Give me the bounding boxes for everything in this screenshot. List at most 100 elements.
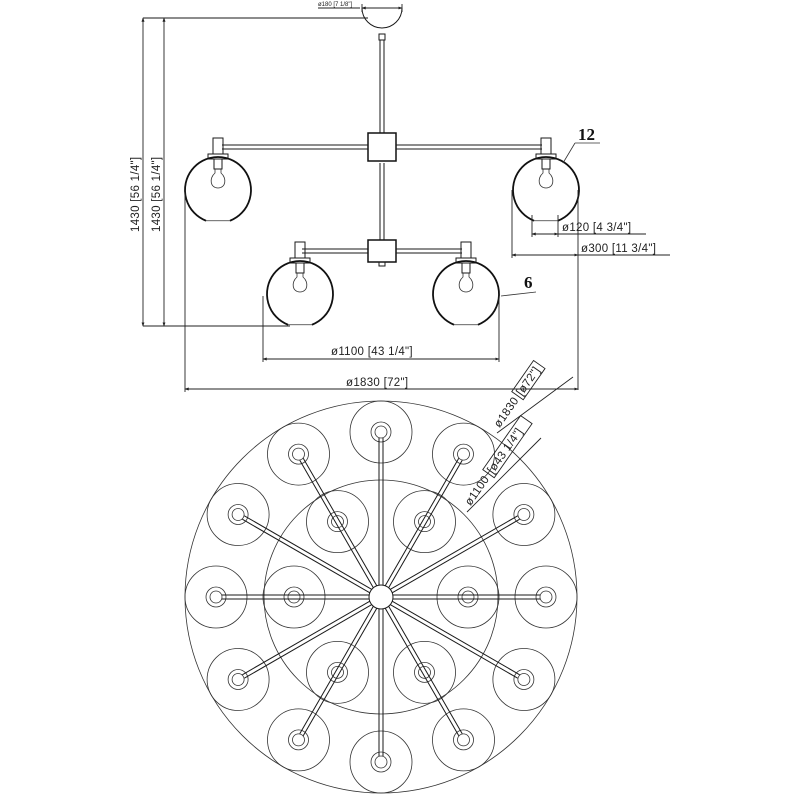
arm-edge [242,518,370,594]
bulb-socket [295,262,305,274]
plan-inner-dimension-bracket: [ø43 1/4"] [486,426,526,476]
elevation-view: ø180 [7 1/8"] [130,2,670,392]
lower-hub [367,239,397,263]
upper-arms [222,144,542,150]
arm-edge [299,460,374,588]
plan-outer-shade [184,565,248,629]
bulb-socket [461,262,471,274]
callout-12: 12 [562,125,600,164]
shade-collar [370,751,392,773]
arm [384,606,463,736]
plan-outer-shade [432,422,495,486]
shade-collar [535,586,557,608]
canopy-dimension-label: ø180 [7 1/8"] [318,2,352,8]
bulb-socket [418,665,431,679]
arm-edge [390,515,518,590]
arm-edge [384,458,460,586]
globe-shade [266,260,334,326]
shade-collar [453,729,474,751]
arm [390,515,520,594]
bulb-socket [209,590,223,604]
shade-collar [414,511,435,533]
shade-opening-dimension-label: ø120 [4 3/4"] [562,222,631,234]
bulb-icon [538,169,554,189]
bulb-socket [374,425,388,439]
bulb-socket [461,590,475,604]
bulb-socket [231,673,245,686]
plan-inner-shade [393,490,456,554]
plan-outer-shade [492,648,556,711]
inner-ring-dimension-label: ø1100 [43 1/4"] [331,346,413,358]
plan-inner-shade [262,565,326,629]
plan-outer-shade [514,565,578,629]
shade-collar [283,586,305,608]
shade-outline [306,640,369,704]
arm [242,600,372,679]
height-dimension-outer: 1430 [56 1/4"] [130,17,145,327]
arm [299,606,378,736]
globe-shade [512,156,580,222]
globe-shade [432,260,500,326]
shade-outline [393,490,456,554]
plan-outer-dimension: ø1830 [ø72"] [492,359,574,434]
plan-shades-and-arms [184,400,578,794]
shade-outline [184,565,248,629]
arm-edge [388,606,463,734]
shade-outline [436,565,500,629]
bulb-socket [374,755,388,769]
arm [393,594,540,600]
shade-outline [267,708,330,772]
bulb-socket [331,515,344,529]
shade-diameter-dimension: ø300 [11 3/4"] [511,190,670,390]
elevation-shade [266,241,334,326]
plan-outer-shade [206,483,270,546]
inner-ring-dimension: ø1100 [43 1/4"] [262,296,500,362]
elevation-shade [184,137,252,222]
shade-outline [492,483,556,546]
center-hub [368,584,394,610]
shade-collar [288,729,309,751]
socket-holder [460,241,472,259]
arm [390,600,520,679]
shade-outline [432,708,495,772]
arm-edge [390,604,518,679]
shade-outline [306,490,369,554]
shade-collar [513,669,535,690]
inner-ring-circle [263,479,499,715]
arm-edge [388,460,463,588]
upper-hub [367,132,397,162]
plan-outer-shade [432,708,495,772]
plan-inner-shade [306,640,369,704]
bulb-socket [231,508,245,521]
arm-edge [384,608,460,736]
plan-outer-shade [267,708,330,772]
arm [378,609,384,756]
bulb-socket [331,665,344,679]
shade-collar [327,511,348,533]
shade-collar [453,443,474,465]
shade-collar [205,586,227,608]
shade-collar [227,504,249,525]
arm-edge [302,608,378,736]
elevation-shade [432,241,500,326]
plan-outer-shade [267,422,330,486]
canopy [361,7,403,41]
plan-outer-shade [349,730,413,794]
shade-opening-dimension: ø120 [4 3/4"] [531,215,646,237]
lower-arms [302,248,462,254]
shade-outline [267,422,330,486]
plan-outer-dimension-value: ø1830 [492,395,521,430]
bulb-socket [517,673,531,686]
outer-ring-dimension-label: ø1830 [72"] [346,377,408,389]
arm [222,594,369,600]
shade-collar [457,586,479,608]
callout-6: 6 [500,273,537,297]
bulb-socket [287,590,301,604]
arm-edge [299,606,374,734]
shade-collar [414,661,435,683]
elevation-shade [512,137,580,222]
arm [242,515,372,594]
shade-collar [513,504,535,525]
bulb-socket [457,733,470,747]
